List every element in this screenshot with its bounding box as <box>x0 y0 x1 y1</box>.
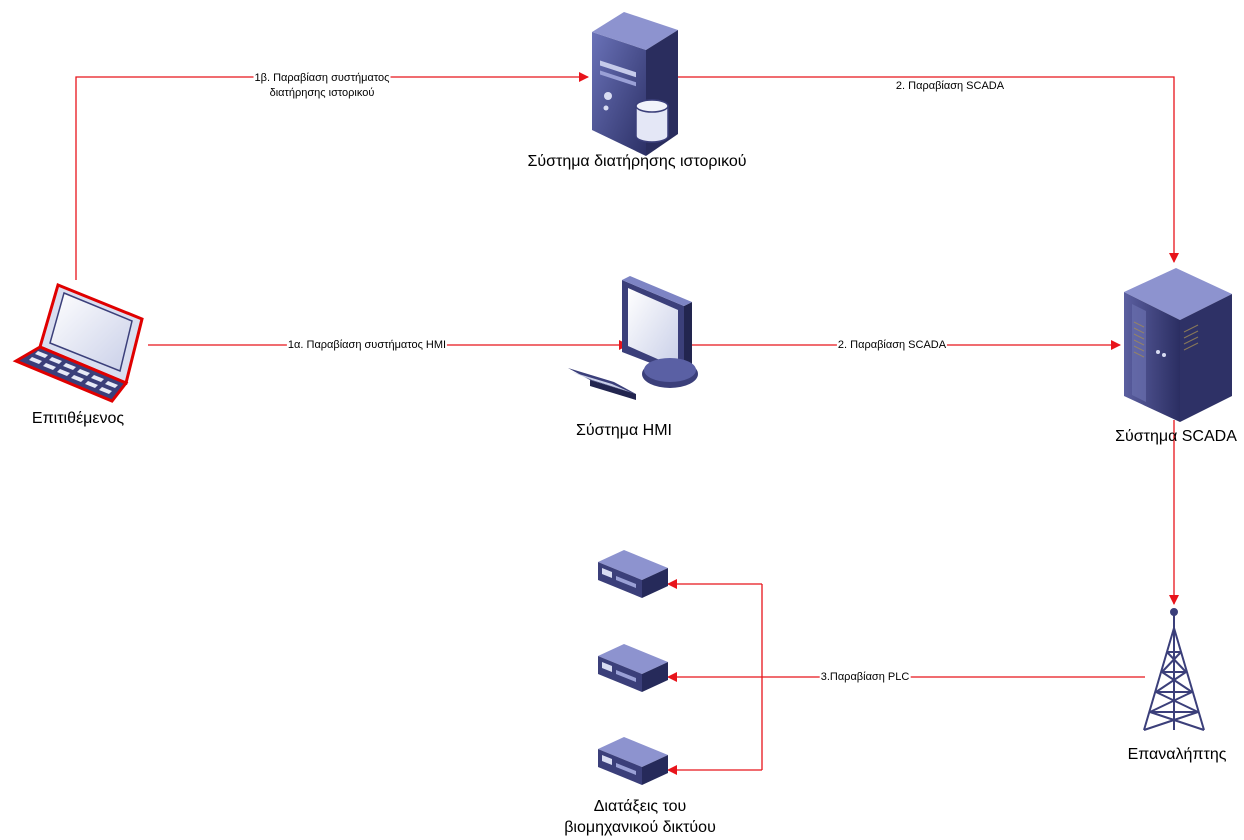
attacker-label: Επιτιθέμενος <box>31 410 125 427</box>
laptop-icon <box>12 282 144 403</box>
edge-attacker-to-historian <box>75 72 589 280</box>
network-device-icon <box>598 550 668 598</box>
workstation-icon <box>568 276 698 400</box>
plc-label-line1: Διατάξεις του <box>593 798 687 815</box>
historian-label: Σύστημα διατήρησης ιστορικού <box>527 153 747 170</box>
network-device-icon <box>598 644 668 692</box>
edge-historian-to-scada <box>672 76 1179 263</box>
network-device-icon <box>598 737 668 785</box>
edge-label-historian-line2: διατήρησης ιστορικού <box>268 87 376 100</box>
edge-label-repeater-to-plc: 3.Παραβίαση PLC <box>819 671 911 684</box>
repeater-label: Επαναλήπτης <box>1127 746 1227 763</box>
scada-label: Σύστημα SCADA <box>1115 428 1237 445</box>
database-server-icon <box>592 12 678 156</box>
radio-tower-icon <box>1143 608 1205 731</box>
edge-label-attacker-to-hmi: 1α. Παραβίαση συστήματος HMI <box>286 339 448 352</box>
plc-label-line2: βιομηχανικού δικτύου <box>564 819 716 836</box>
edge-label-historian-to-scada: 2. Παραβίαση SCADA <box>894 80 1006 93</box>
edge-label-historian-line1: 1β. Παραβίαση συστήματος <box>253 72 391 85</box>
mainframe-server-icon <box>1124 268 1232 422</box>
edge-label-hmi-to-scada: 2. Παραβίαση SCADA <box>836 339 948 352</box>
hmi-label: Σύστημα HMI <box>576 422 672 439</box>
